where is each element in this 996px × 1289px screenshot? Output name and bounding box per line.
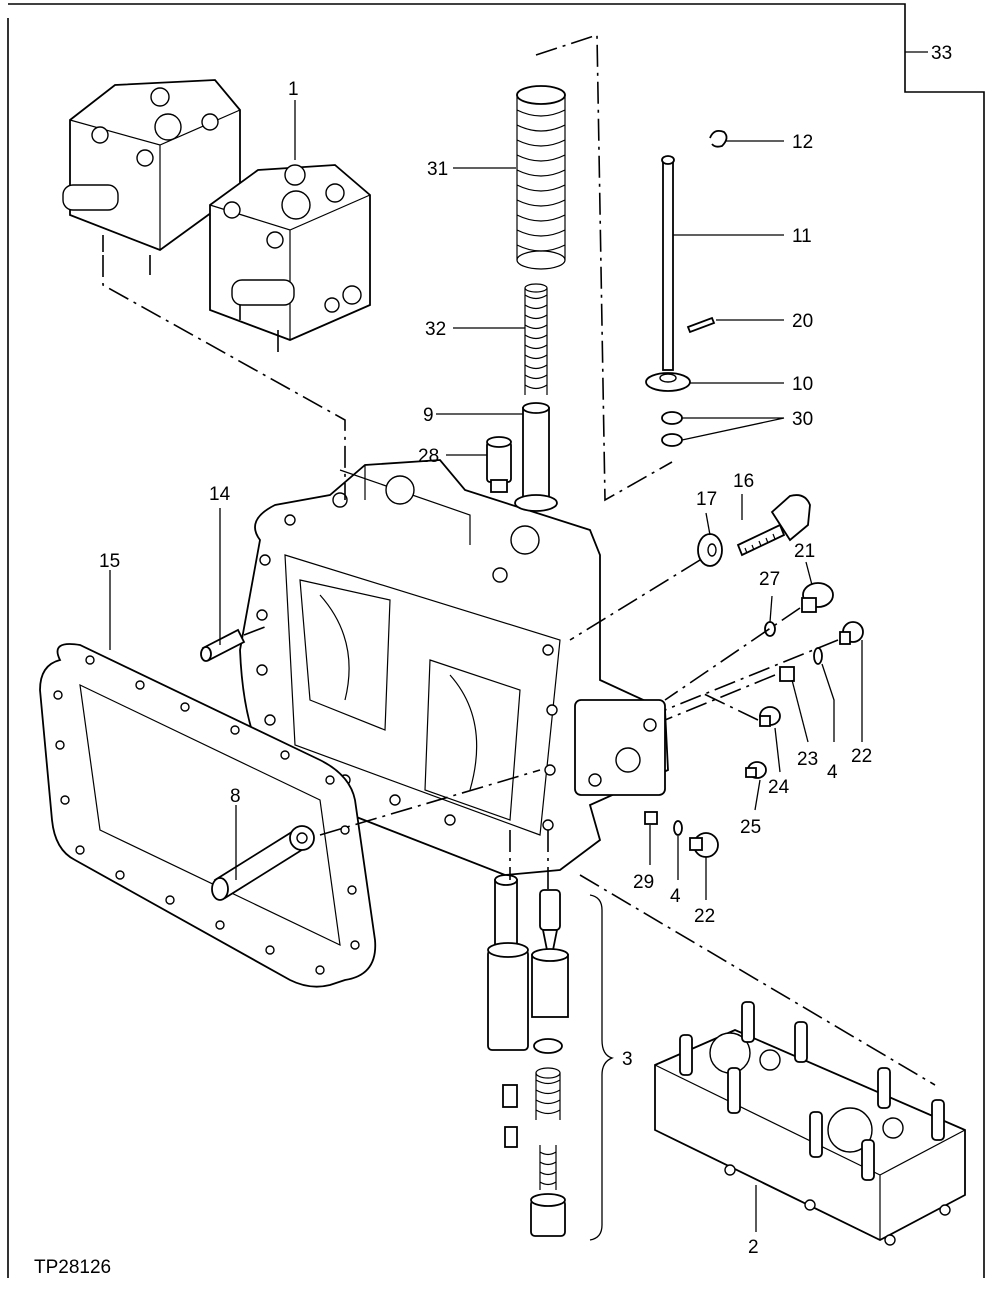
- assembly-line-31: [535, 33, 673, 502]
- callout-8: 8: [230, 786, 241, 807]
- valve-housing: [239, 459, 669, 876]
- assembly-line-cartridge: [509, 830, 549, 890]
- callout-33: 33: [931, 43, 952, 64]
- callout-2: 2: [748, 1237, 759, 1258]
- figure-code: TP28126: [34, 1257, 111, 1278]
- assembly-line-24: [699, 691, 759, 721]
- callout-14: 14: [209, 484, 231, 505]
- shaft: [211, 825, 315, 901]
- assembly-boundary: [7, 3, 985, 1278]
- callout-12: 12: [792, 132, 813, 153]
- callout-11: 11: [792, 226, 812, 247]
- washer-lower: [661, 433, 683, 447]
- callout-32: 32: [425, 319, 446, 340]
- pin: [686, 316, 716, 334]
- control-valve-block-right: [209, 164, 371, 352]
- assembly-line-21: [664, 607, 801, 701]
- callout-27: 27: [759, 569, 780, 590]
- dowel-pin: [200, 628, 246, 662]
- callout-3: 3: [622, 1049, 633, 1070]
- callout-15: 15: [99, 551, 120, 572]
- plug: [486, 436, 512, 493]
- callout-23: 23: [797, 749, 818, 770]
- callout-4-upper: 4: [827, 762, 838, 783]
- assembly-line-22: [664, 639, 839, 711]
- mounting-block: [654, 1001, 966, 1246]
- callout-labels: 1 2 3 4 4 8 9 10 11 12 14 15 16 17 20 21…: [99, 43, 952, 1258]
- callout-1: 1: [288, 79, 299, 100]
- fitting-29: [644, 811, 658, 825]
- callout-29: 29: [633, 872, 654, 893]
- leader-lines: [109, 51, 928, 1241]
- washer-17: [697, 533, 723, 567]
- assembly-line-2: [579, 874, 936, 1086]
- spring-small: [524, 283, 548, 395]
- callout-9: 9: [423, 405, 434, 426]
- plug-25: [745, 761, 767, 779]
- washer-upper: [661, 411, 683, 425]
- o-ring-4-upper: [813, 647, 823, 665]
- callout-28: 28: [418, 446, 439, 467]
- snap-ring: [709, 129, 728, 148]
- callout-22-lower: 22: [694, 906, 715, 927]
- gasket: [39, 643, 377, 988]
- assembly-line-14: [243, 624, 271, 636]
- o-ring-4-lower: [673, 820, 683, 836]
- callout-21: 21: [794, 541, 815, 562]
- assembly-line-8: [319, 769, 541, 836]
- relief-valve-stack: [487, 874, 569, 1237]
- plunger: [514, 402, 558, 512]
- assembly-line-4: [664, 674, 776, 721]
- callout-30: 30: [792, 409, 813, 430]
- callout-10: 10: [792, 374, 813, 395]
- fitting-23: [779, 666, 795, 682]
- retainer: [645, 372, 691, 392]
- o-ring-27: [764, 621, 776, 637]
- rod: [661, 155, 675, 371]
- callout-25: 25: [740, 817, 761, 838]
- assembly-line-17: [569, 559, 701, 641]
- callout-31: 31: [427, 159, 448, 180]
- plug-21: [801, 582, 834, 613]
- cap-screw: [736, 494, 811, 557]
- callout-22-upper: 22: [851, 746, 872, 767]
- callout-16: 16: [733, 471, 754, 492]
- callout-24: 24: [768, 777, 790, 798]
- callout-4-lower: 4: [670, 886, 681, 907]
- plug-24: [759, 706, 781, 727]
- assembly-line-1: [102, 255, 346, 500]
- callout-20: 20: [792, 311, 813, 332]
- control-valve-block-left: [62, 79, 241, 275]
- spring-large: [516, 85, 566, 270]
- callout-17: 17: [696, 489, 717, 510]
- plug-22-lower: [689, 832, 719, 858]
- plug-22-upper: [839, 621, 864, 645]
